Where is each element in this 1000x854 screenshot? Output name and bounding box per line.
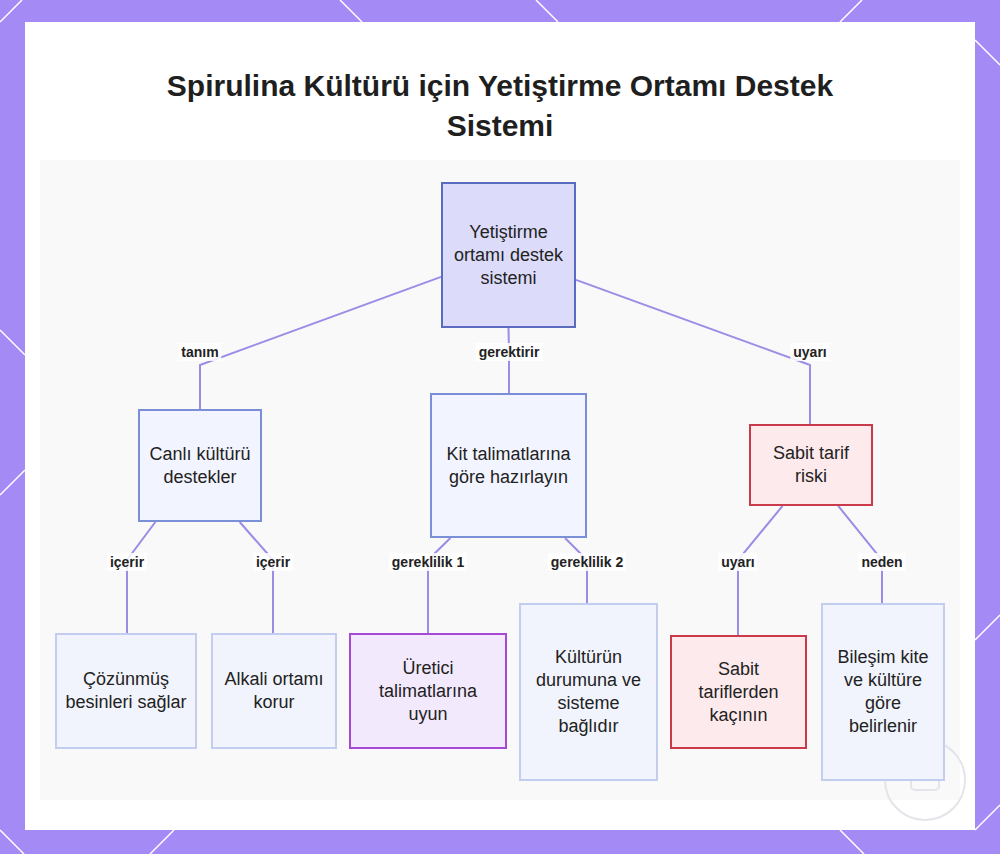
warning-box: Sabit tarif riski [749,424,873,506]
node-text: Sabit tarif riski [759,442,863,488]
connector-line [127,522,155,633]
warning-box: Sabit tariflerden kaçının [670,635,807,749]
node-text: Sabit tariflerden kaçının [680,658,797,727]
connector-line [200,277,441,409]
requirement-box: Kit talimatlarına göre hazırlayın [430,393,587,538]
edge-label: tanım [178,343,221,361]
edge-label: uyarı [718,553,757,571]
node-text: Üretici talimatlarına uyun [359,657,497,726]
highlight-box: Üretici talimatlarına uyun [349,633,507,749]
edge-label: uyarı [790,343,829,361]
node-text: Çözünmüş besinleri sağlar [65,668,187,714]
definition-box: Canlı kültürü destekler [138,409,262,522]
root-box: Yetiştirme ortamı destek sistemi [441,182,576,328]
edge-label: gerektirir [476,343,543,361]
edge-label: içerir [107,553,147,571]
diagram-title: Spirulina Kültürü için Yetiştirme Ortamı… [150,66,850,146]
node-text: Bileşim kite ve kültüre göre belirlenir [831,646,935,738]
connector-line [576,280,810,424]
node-text: Yetiştirme ortamı destek sistemi [451,221,566,290]
node-text: Kültürün durumuna ve sisteme bağlıdır [529,646,648,738]
node-text: Alkali ortamı korur [221,668,327,714]
node-text: Canlı kültürü destekler [148,443,252,489]
node-text: Kit talimatlarına göre hazırlayın [440,443,577,489]
detail-box: Alkali ortamı korur [211,633,337,749]
edge-label: gereklilik 2 [548,553,626,571]
edge-label: neden [858,553,905,571]
edge-label: gereklilik 1 [389,553,467,571]
blurred-background [40,160,960,800]
inner-panel [25,22,975,830]
detail-box: Çözünmüş besinleri sağlar [55,633,197,749]
detail-box: Bileşim kite ve kültüre göre belirlenir [821,603,945,781]
connector-line [240,522,273,633]
edge-label: içerir [253,553,293,571]
detail-box: Kültürün durumuna ve sisteme bağlıdır [519,603,658,781]
